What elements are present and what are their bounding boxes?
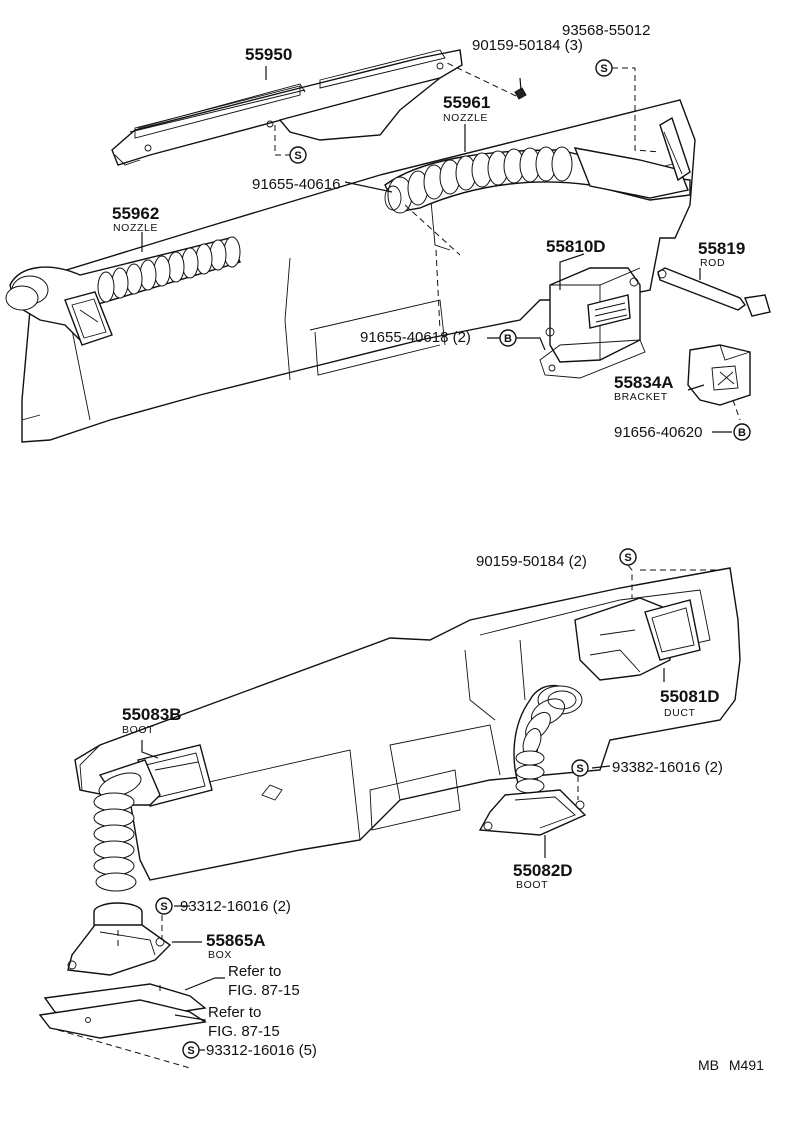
instrument-panel-top: [21, 99, 696, 443]
refer-to-2-line1: Refer to: [208, 1004, 261, 1021]
label-55962-name: NOZZLE: [113, 222, 158, 234]
label-55810D: 55810D: [546, 237, 606, 256]
rod-55819: [657, 267, 771, 317]
label-93312-16016-2: 93312-16016 (2): [180, 898, 291, 915]
boot-55083B: [93, 744, 213, 892]
label-55865A-name: BOX: [208, 949, 232, 961]
label-55961-name: NOZZLE: [443, 112, 488, 124]
svg-text:S: S: [187, 1045, 194, 1057]
symbol-s: S: [595, 59, 613, 77]
bracket-55834A: [687, 344, 751, 406]
label-55961: 55961: [443, 93, 490, 112]
refer-to-2-line2: FIG. 87-15: [208, 1023, 280, 1040]
register-55810D: [539, 267, 646, 379]
defroster-nozzle-55950: [111, 49, 463, 166]
label-90159-50184-bottom: 90159-50184 (2): [476, 553, 587, 570]
duct-55081D: [574, 597, 701, 681]
symbol-s: S: [619, 548, 637, 566]
refer-to-1-line2: FIG. 87-15: [228, 982, 300, 999]
label-55865A: 55865A: [206, 931, 266, 950]
screw-90159-top: [444, 61, 527, 100]
symbol-s: S: [182, 1041, 200, 1059]
top-assembly: 55950 90159-50184 (3) 93568-55012 S 5596…: [5, 22, 771, 443]
symbol-b: B: [733, 423, 751, 441]
figure-code: MB M491: [698, 1057, 764, 1073]
svg-text:B: B: [738, 427, 746, 439]
label-93568-55012: 93568-55012: [562, 22, 650, 39]
symbol-s: S: [155, 897, 173, 915]
label-93382-16016: 93382-16016 (2): [612, 759, 723, 776]
svg-text:S: S: [160, 901, 167, 913]
label-55081D-name: DUCT: [664, 707, 696, 719]
top-leader-lines: [141, 66, 741, 433]
symbol-s: S: [289, 146, 307, 164]
label-55819: 55819: [698, 239, 745, 258]
svg-text:S: S: [294, 150, 301, 162]
boot-55082D: [478, 684, 587, 836]
label-55083B: 55083B: [122, 705, 182, 724]
svg-text:S: S: [600, 63, 607, 75]
label-55834A-name: BRACKET: [614, 391, 668, 403]
label-55962: 55962: [112, 204, 159, 223]
label-55950: 55950: [245, 45, 292, 64]
label-91655-40618: 91655-40618 (2): [360, 329, 471, 346]
label-90159-50184-top: 90159-50184 (3): [472, 37, 583, 54]
label-55083B-name: BOOT: [122, 724, 154, 736]
symbol-b: B: [499, 329, 517, 347]
label-55081D: 55081D: [660, 687, 720, 706]
symbol-s: S: [571, 759, 589, 777]
instrument-panel-bottom: [74, 567, 741, 881]
label-55082D-name: BOOT: [516, 879, 548, 891]
bottom-leader-lines: [57, 557, 720, 1069]
box-55865A: [67, 902, 172, 976]
nozzle-55961: [384, 116, 691, 214]
bottom-assembly: 90159-50184 (2) S 55083B BOOT 55081D DUC…: [38, 548, 741, 1069]
nozzle-55962: [5, 236, 241, 346]
label-55819-name: ROD: [700, 257, 725, 269]
label-55834A: 55834A: [614, 373, 674, 392]
svg-text:B: B: [504, 333, 512, 345]
label-55082D: 55082D: [513, 861, 573, 880]
label-93312-16016-5: 93312-16016 (5): [206, 1042, 317, 1059]
svg-text:S: S: [624, 552, 631, 564]
refer-to-1-line1: Refer to: [228, 963, 281, 980]
label-91655-40616: 91655-40616: [252, 176, 340, 193]
label-91656-40620: 91656-40620: [614, 424, 702, 441]
svg-text:S: S: [576, 763, 583, 775]
